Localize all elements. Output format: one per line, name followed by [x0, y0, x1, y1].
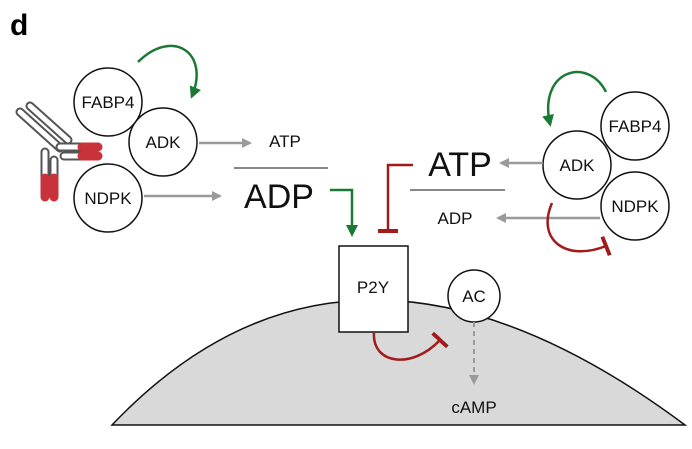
right-inhibition-loop	[546, 202, 612, 257]
right-fabp4-label: FABP4	[609, 117, 662, 136]
left-adp-label: ADP	[244, 178, 314, 216]
p2y-receptor	[338, 245, 409, 333]
right-fabp4-node	[600, 91, 670, 161]
right-atp-label: ATP	[428, 146, 492, 184]
left-atp-label: ATP	[269, 132, 301, 151]
left-adk-label: ADK	[146, 133, 182, 152]
right-adk-node	[542, 130, 612, 200]
left-activation-loop-arrow	[137, 44, 201, 99]
camp-label: cAMP	[451, 398, 496, 417]
left-adk-node	[128, 107, 198, 177]
right-ndpk-label: NDPK	[611, 197, 659, 216]
left-fabp4-node	[73, 67, 143, 137]
p2y-label: P2Y	[357, 278, 389, 297]
p2y-inhibits-ac	[372, 331, 449, 361]
antibody-icon	[15, 101, 103, 202]
right-ndpk-node	[600, 171, 670, 241]
adp-activates-p2y-arrow	[330, 188, 358, 237]
right-activation-loop-arrow	[542, 70, 608, 127]
left-ndpk-label: NDPK	[84, 189, 132, 208]
right-adk-label: ADK	[560, 156, 596, 175]
panel-letter: d	[10, 9, 28, 42]
left-fabp4-label: FABP4	[82, 93, 135, 112]
atp-inhibits-p2y	[378, 163, 413, 233]
ac-label: AC	[462, 287, 486, 306]
right-adp-label: ADP	[438, 209, 473, 228]
left-ndpk-node	[73, 163, 143, 233]
